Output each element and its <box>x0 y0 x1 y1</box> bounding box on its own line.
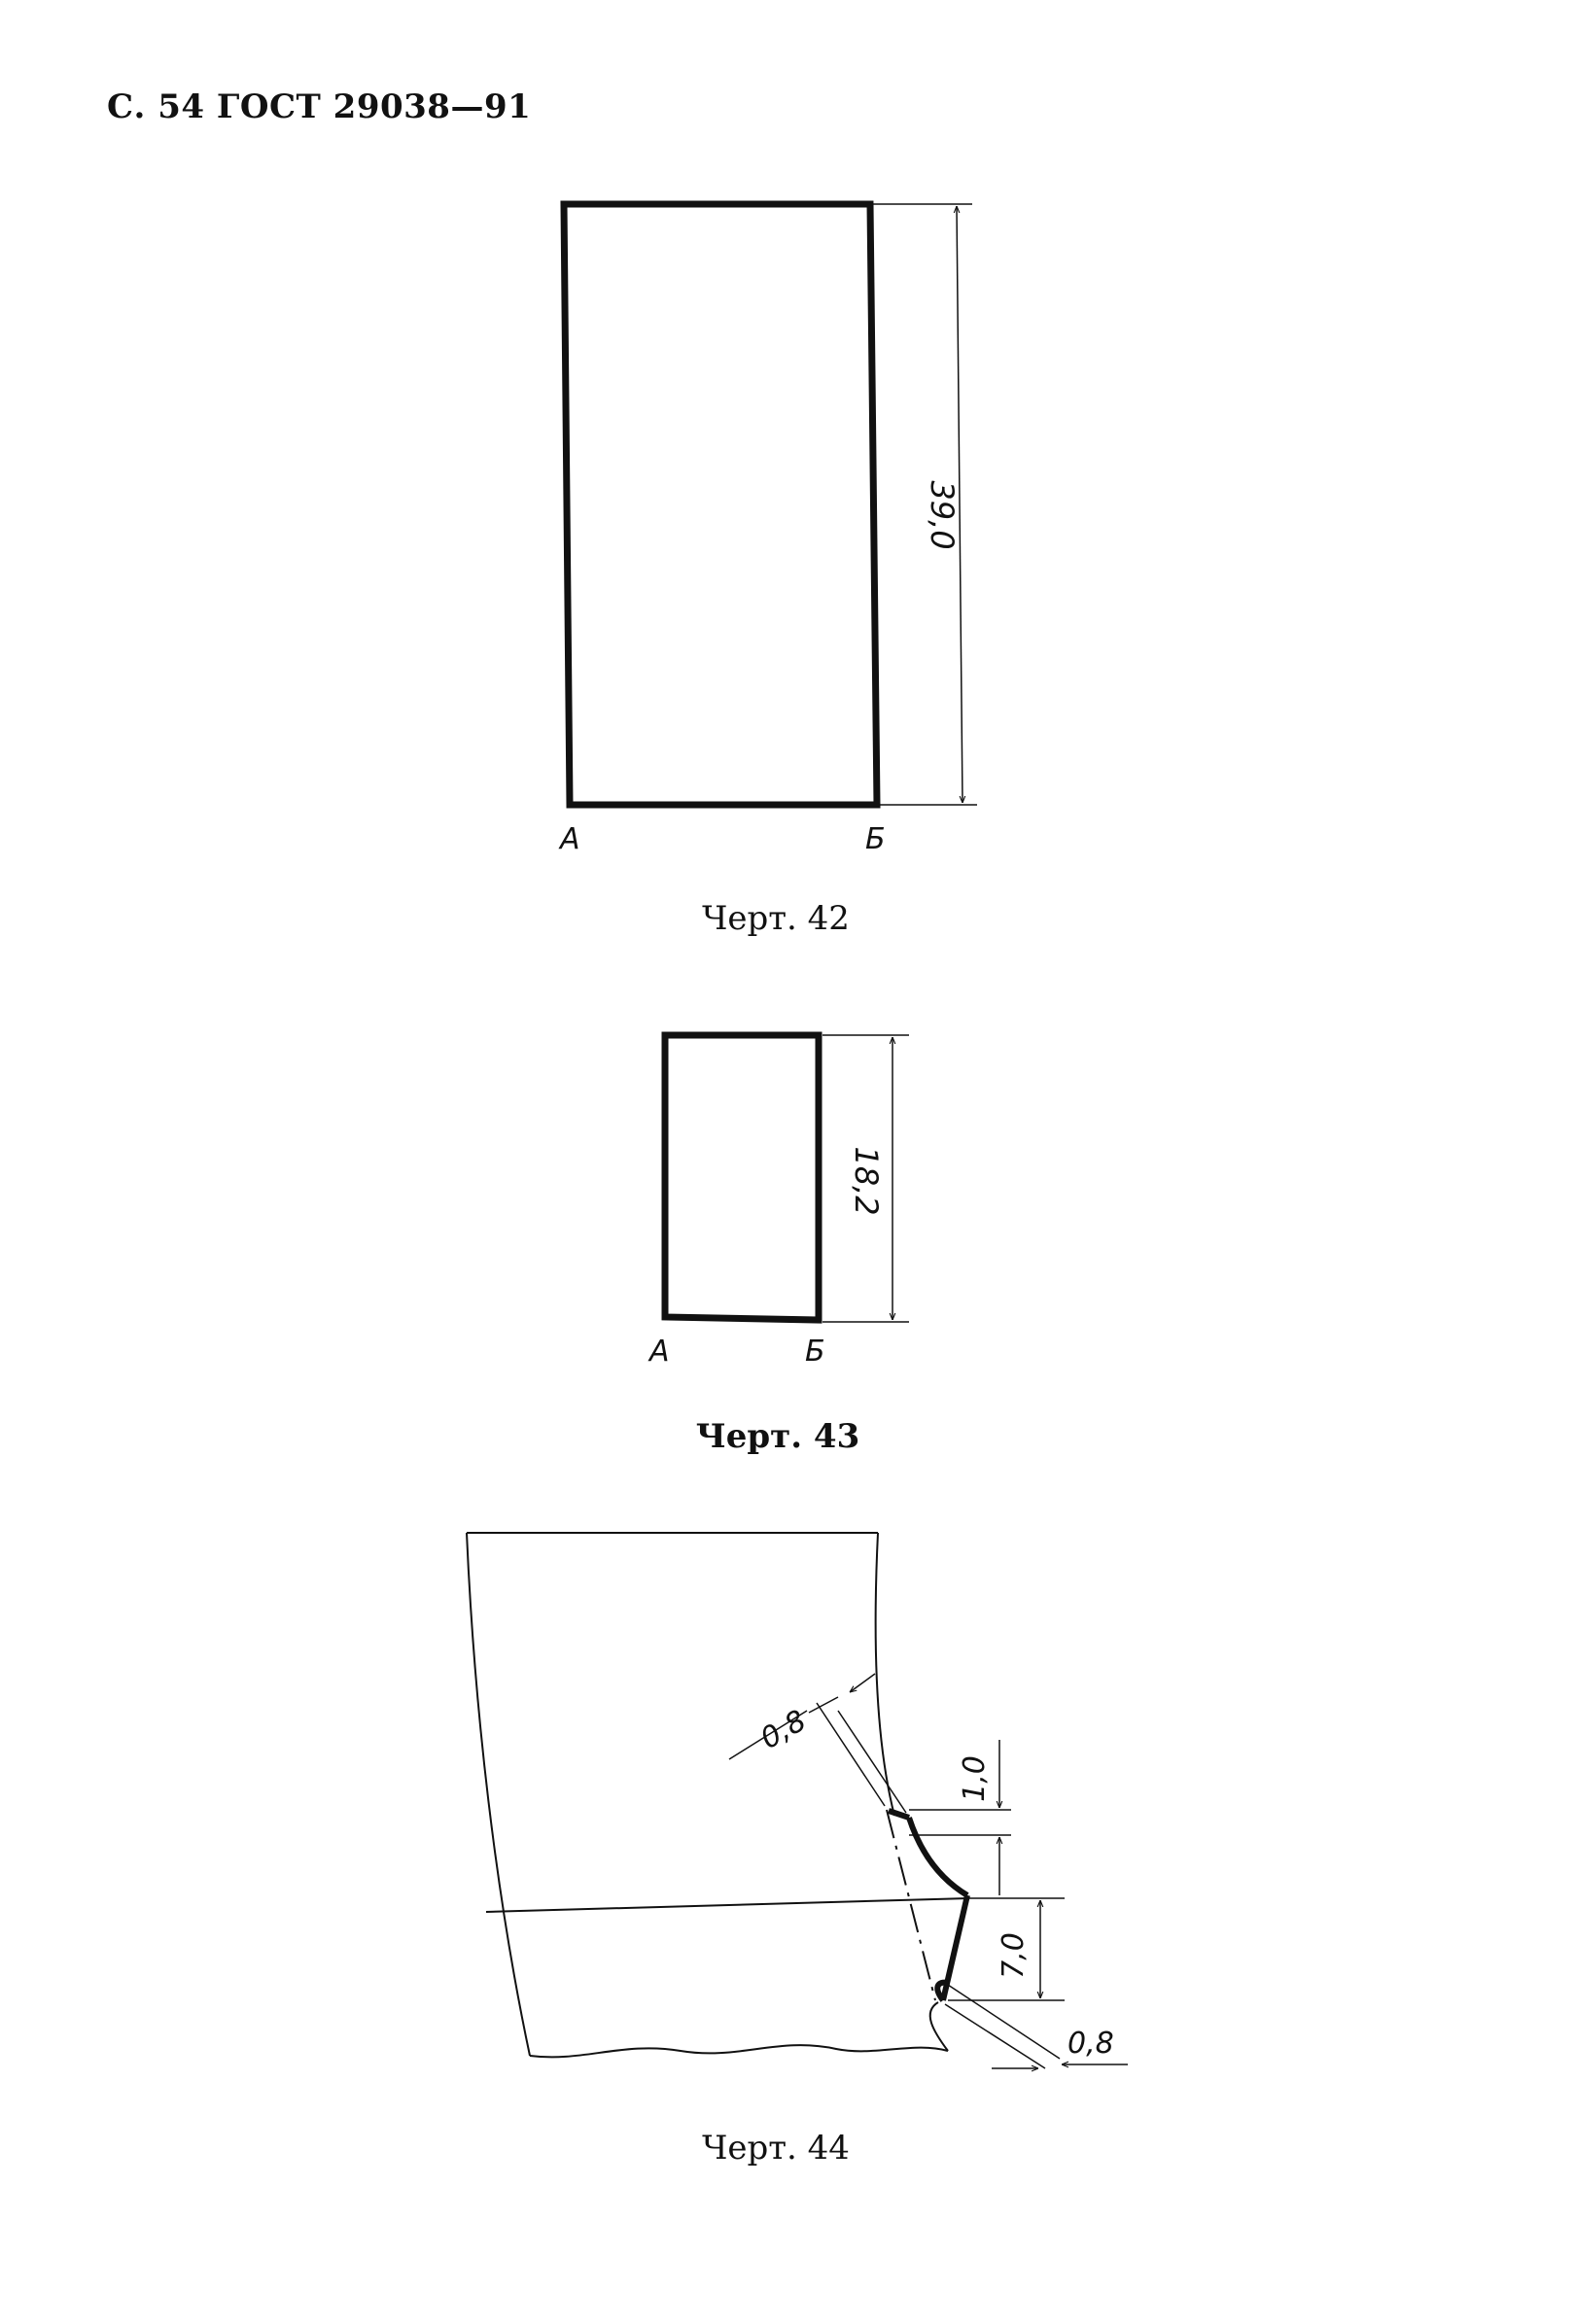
figure-42-label-b: Б <box>865 822 886 856</box>
figure-43-label-b: Б <box>805 1335 825 1369</box>
figure-44-dimension-bottom <box>944 1984 1128 2068</box>
figure-43-caption: Черт. 43 <box>695 1417 860 1456</box>
page-header: С. 54 ГОСТ 29038—91 <box>107 87 532 126</box>
figure-44-dim-top-offset: 0,8 <box>755 1704 813 1756</box>
figure-44-contour <box>888 1808 970 2002</box>
figure-44-center-line <box>886 1809 936 2001</box>
figure-44-dimension-lower-height <box>948 1897 1065 2001</box>
figure-42-outline <box>560 200 881 809</box>
figure-44-dim-lower-height: 7,0 <box>997 1932 1031 1979</box>
figure-44-dim-upper-height: 1,0 <box>958 1755 992 1802</box>
figure-44-dimension-upper-height <box>909 1740 1011 1895</box>
figure-43-dimension: 18,2 <box>822 1034 909 1323</box>
figure-42-dimension-value: 39,0 <box>924 480 961 549</box>
figure-44-dimension-top <box>728 1673 907 1814</box>
figure-42-dimension: 39,0 <box>873 203 977 806</box>
figure-42-label-a: А <box>558 822 580 856</box>
figure-43-dimension-value: 18,2 <box>848 1146 885 1215</box>
figure-44-caption: Черт. 44 <box>702 2129 850 2168</box>
figure-44-dim-bottom-offset: 0,8 <box>1068 2027 1114 2061</box>
figure-42-caption: Черт. 42 <box>702 899 850 938</box>
figure-43-label-a: А <box>648 1335 670 1369</box>
figure-43-outline <box>661 1031 822 1324</box>
